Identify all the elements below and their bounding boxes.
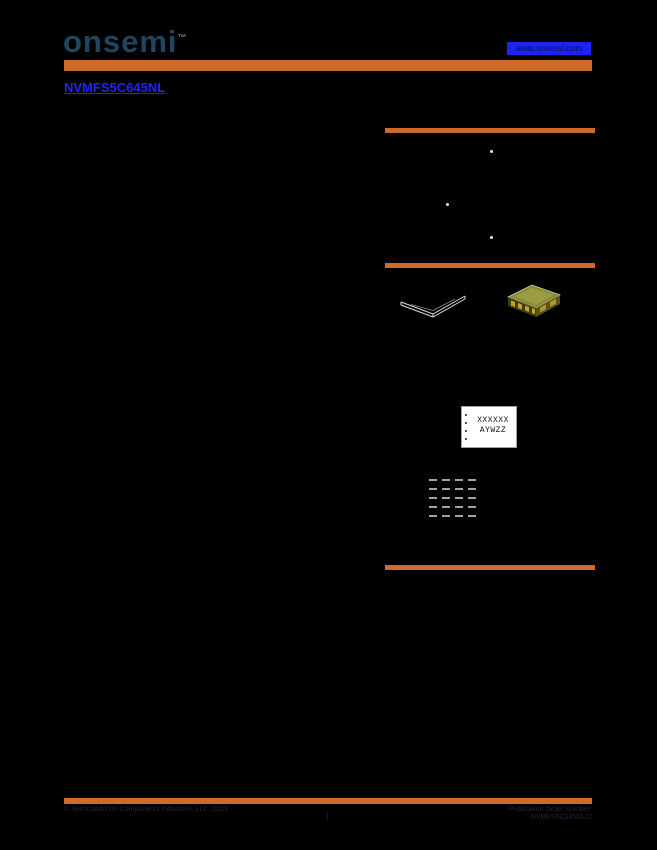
publication-number: NVMFS5C645NL/D [530,814,592,821]
feature-dot-3 [490,236,493,239]
pin-connections-diagram [427,476,479,520]
part-number-link[interactable]: NVMFS5C645NL [64,80,166,95]
package-case-outline-icon [397,287,469,327]
header-divider [64,60,592,71]
onsemi-logo: onsemi™ [63,24,188,60]
website-link[interactable]: www.onsemi.com [507,42,591,55]
marking-line-1: XXXXXX [477,416,509,425]
footer-divider [64,798,592,804]
publication-label: Publication Order Number: [509,806,592,813]
package-photo [502,279,566,325]
feature-dot-1 [490,150,493,153]
marking-diagram: XXXXXX AYWZZ [461,406,517,448]
logo-text: onsemi [63,24,178,59]
pin-dot [465,430,467,432]
marking-text: XXXXXX AYWZZ [473,416,513,436]
marking-line-2: AYWZZ [479,426,507,435]
section-divider-2 [385,263,595,268]
feature-dot-2 [446,203,449,206]
section-divider-3 [385,565,595,570]
footer-copyright: © Semiconductor Components Industries, L… [64,806,228,813]
footer-publication: Publication Order Number: NVMFS5C645NL/D [462,806,592,822]
trademark-icon: ™ [177,32,188,43]
pin-dot [465,438,467,440]
pin-dot [465,422,467,424]
marking-pin-dots [465,414,469,446]
footer-page-number: 1 [325,812,330,821]
section-divider-1 [385,128,595,133]
pin-dot [465,414,467,416]
